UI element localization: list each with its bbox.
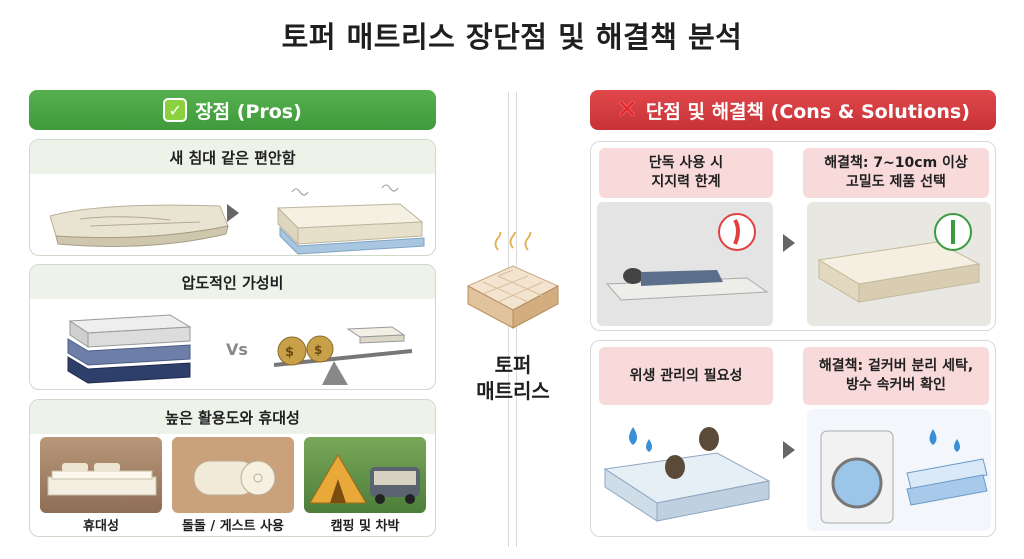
solution-box: 해결책: 겉커버 분리 세탁, 방수 속커버 확인 [803,347,989,405]
use-label-portable: 휴대성 [83,519,119,534]
old-mattress-icon [49,204,229,247]
spine-icon [718,213,756,251]
spine-icon [934,213,972,251]
x-icon: ✕ [616,95,638,125]
pros-card-portability: 높은 활용도와 휴대성 [29,399,436,537]
mite-icon [665,427,719,479]
topper-center-icon [466,232,560,329]
pros-header-label: 장점 (Pros) [195,100,302,123]
vs-text: Vs [226,340,248,359]
value-illustration: Vs $ $ [67,314,413,385]
rolled-topper-icon [193,460,276,496]
arrow-right-icon [227,204,239,222]
washing-thumb [807,409,991,531]
water-drop-icon [929,429,960,452]
solution-box: 해결책: 7~10cm 이상 고밀도 제품 선택 [803,148,989,198]
svg-text:$: $ [285,345,294,360]
cons-card-hygiene: 위생 관리의 필요성 해결책: 겉커버 분리 세탁, 방수 속커버 확인 [590,340,996,537]
pros-card-comfort: 새 침대 같은 편안함 [29,139,436,256]
car-icon [370,467,420,504]
center-label: 토퍼 매트리스 [450,352,576,404]
cons-header-label: 단점 및 해결책 (Cons & Solutions) [645,100,970,123]
cons-header: ✕ 단점 및 해결책 (Cons & Solutions) [590,90,996,130]
sinking-sleeper-thumb [597,202,773,326]
pros-header: ✓ 장점 (Pros) [29,90,436,130]
pros-card-title: 높은 활용도와 휴대성 [30,400,435,434]
arrow-right-icon [783,441,795,459]
use-label-camping: 캠핑 및 차박 [330,519,400,534]
pros-card-title: 압도적인 가성비 [30,265,435,299]
money-bag-icon: $ $ [277,335,334,366]
problem-box: 위생 관리의 필요성 [599,347,773,405]
bedroom-thumb [40,437,162,513]
water-drop-icon [629,427,652,452]
bed-icon [47,463,157,496]
pros-card-value: 압도적인 가성비 Vs $ $ [29,264,436,390]
arrow-right-icon [783,234,795,252]
topper-icon [346,326,406,344]
use-label-guest: 돌돌 / 게스트 사용 [181,519,285,534]
high-density-thumb [807,202,991,326]
page-title: 토퍼 매트리스 장단점 및 해결책 분석 [281,20,743,54]
cons-card-support: 단독 사용 시 지지력 한계 해결책: 7~10cm 이상 고밀도 제품 선택 [590,141,996,331]
problem-box: 단독 사용 시 지지력 한계 [599,148,773,198]
tent-icon [309,454,367,504]
rolled-topper-thumb [172,437,294,513]
svg-text:$: $ [314,343,322,357]
center-label-line2: 매트리스 [476,379,550,403]
camping-thumb [304,437,426,513]
comfort-illustration [49,184,425,255]
dirty-mattress-thumb [597,409,773,531]
new-mattress-icon [276,203,425,255]
stacked-mattress-icon [67,314,192,384]
pros-card-title: 새 침대 같은 편안함 [30,140,435,174]
washing-machine-icon [820,430,894,524]
waterproof-layer-icon [906,458,988,506]
center-label-line1: 토퍼 [494,353,532,377]
check-icon: ✓ [163,98,188,122]
